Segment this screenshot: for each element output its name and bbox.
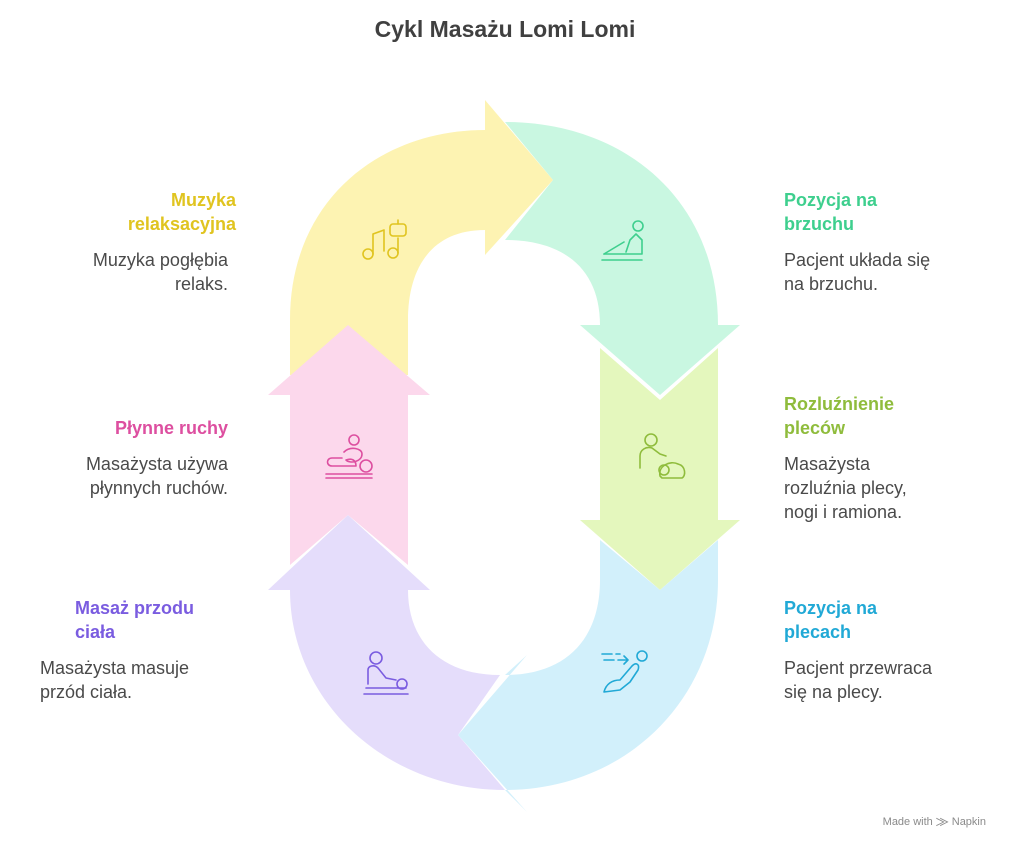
step-label-flow: Płynne ruchy (114, 418, 228, 438)
step-label-prone: Pozycja na brzuchu (784, 190, 878, 234)
page-title: Cykl Masażu Lomi Lomi (374, 16, 636, 42)
cycle-segment-music (290, 100, 553, 375)
cycle-segment-prone (505, 122, 740, 395)
napkin-credit: Made with ⨠ Napkin (882, 816, 986, 828)
cycle-segment-flow (268, 325, 430, 565)
step-description-prone: Pacjent układa się na brzuchu. (784, 250, 931, 294)
lying-prone-icon (601, 220, 644, 261)
flowing-movement-icon (325, 434, 373, 479)
step-label-back-relax: Rozluźnienie pleców (784, 394, 895, 438)
step-description-flow: Masażysta używa płynnych ruchów. (85, 454, 228, 498)
step-description-music: Muzyka pogłębia relaks. (92, 250, 228, 294)
step-description-back-relax: Masażysta rozluźnia plecy, nogi i ramion… (784, 454, 907, 522)
step-description-supine: Pacjent przewraca się na plecy. (784, 658, 933, 702)
cycle-segment-front-massage (268, 515, 505, 790)
step-description-front-massage: Masażysta masuje przód ciała. (40, 658, 190, 702)
back-massage-icon (639, 433, 686, 479)
turning-over-icon (601, 650, 648, 693)
step-label-music: Muzyka relaksacyjna (127, 190, 236, 234)
step-label-front-massage: Masaż przodu ciała (75, 598, 195, 642)
music-icon (362, 219, 407, 260)
cycle-segment-supine (458, 540, 718, 812)
front-massage-icon (363, 651, 409, 695)
step-label-supine: Pozycja na plecach (784, 598, 878, 642)
